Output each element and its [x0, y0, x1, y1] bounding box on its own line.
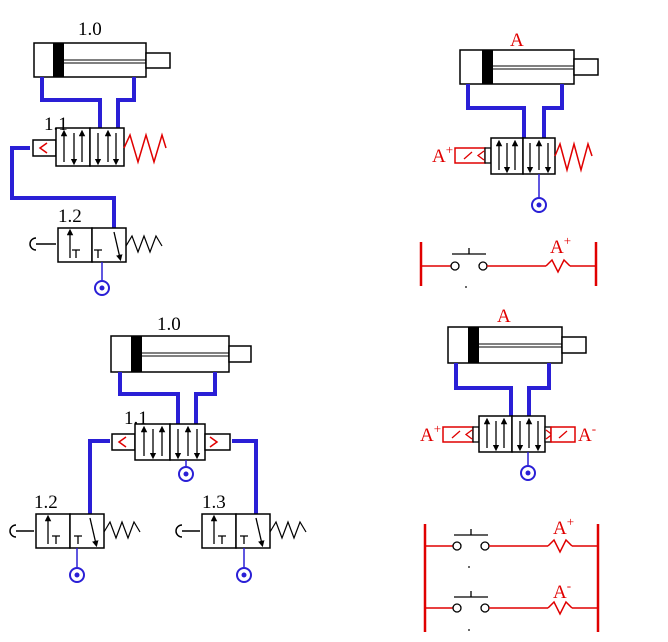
diagram-3-dual-button-circuit: 1.0 1.1: [9, 314, 307, 583]
valve-label: 1.1: [124, 408, 148, 429]
spring-icon: [269, 520, 307, 540]
diagram-4-double-solenoid-circuit: A A+ A-: [420, 306, 596, 481]
air-supply-icon: [94, 262, 110, 296]
ladder-rung-2: A-: [425, 578, 598, 631]
spring-icon: [103, 520, 141, 540]
valve-1-1[interactable]: [32, 127, 167, 167]
spring-icon: [125, 234, 163, 254]
pipes: [10, 77, 136, 230]
push-button-contact[interactable]: [450, 248, 488, 288]
air-supply-icon: [178, 460, 194, 482]
button-valve-1-2[interactable]: [29, 227, 163, 263]
cylinder-1-0[interactable]: [110, 335, 252, 373]
cylinder-label: 1.0: [78, 19, 102, 40]
valve-1-1[interactable]: [111, 423, 231, 461]
ladder-2: A+ A-: [423, 514, 600, 632]
right-coil-label: A-: [578, 421, 596, 446]
cylinder-1-0[interactable]: [33, 42, 171, 78]
valve-label: 1.1: [44, 114, 68, 135]
left-coil-label: A+: [420, 421, 441, 446]
right-button-label: 1.3: [202, 492, 226, 513]
coil-label: A+: [553, 514, 574, 539]
cylinder-label: A: [497, 306, 511, 327]
solenoid-coil-icon: [442, 426, 474, 443]
push-button-icon: [29, 237, 56, 251]
ladder-1: A+: [419, 233, 598, 288]
push-button-contact[interactable]: [452, 529, 490, 568]
button-valve-1-2[interactable]: [9, 513, 141, 549]
coil-label: A+: [550, 233, 571, 258]
button-valve-1-3[interactable]: [175, 513, 307, 549]
push-button-contact[interactable]: [452, 591, 490, 631]
pipes: [88, 372, 258, 514]
ladder-rung-1: A+: [425, 514, 598, 568]
coil-label: A-: [553, 578, 571, 603]
double-solenoid-valve[interactable]: [442, 415, 576, 453]
coil-icon: [547, 600, 573, 616]
cylinder-a[interactable]: [459, 49, 599, 85]
cylinder-label: 1.0: [157, 314, 181, 335]
pipes: [454, 363, 551, 416]
cylinder-a[interactable]: [447, 326, 587, 364]
left-button-label: 1.2: [34, 492, 58, 513]
pipes: [466, 84, 564, 138]
diagram-1-manual-circuit: 1.0 1.1: [10, 19, 171, 296]
diagram-2-solenoid-circuit: A A+: [432, 30, 599, 213]
air-supply-icon: [236, 548, 252, 583]
cylinder-label: A: [510, 30, 524, 51]
spring-icon: [554, 141, 593, 173]
push-button-icon: [175, 524, 200, 538]
button-valve-label: 1.2: [58, 206, 82, 227]
air-supply-icon: [69, 548, 85, 583]
air-supply-icon: [531, 174, 547, 213]
spring-icon: [123, 132, 167, 165]
coil-icon: [545, 258, 571, 274]
coil-label: A+: [432, 142, 453, 167]
solenoid-valve[interactable]: [454, 137, 593, 175]
push-button-icon: [9, 524, 34, 538]
air-supply-icon: [520, 452, 536, 481]
solenoid-coil-icon: [454, 147, 486, 164]
coil-icon: [547, 538, 573, 554]
